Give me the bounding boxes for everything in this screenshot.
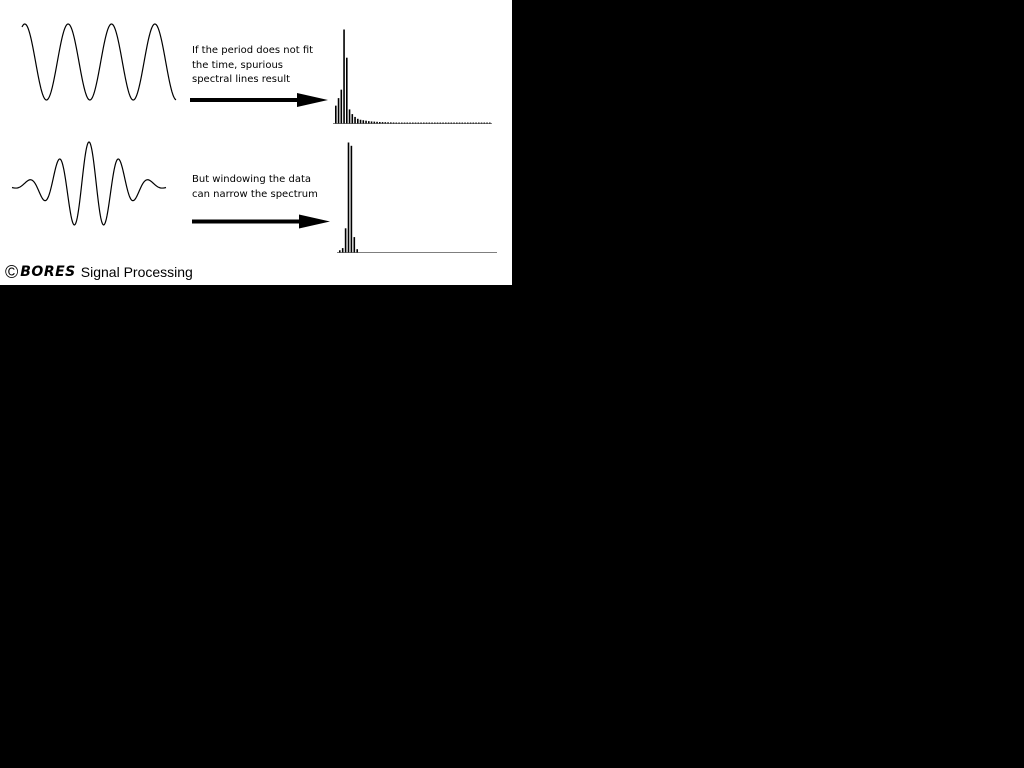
- spectrum-bar: [483, 122, 486, 124]
- spectrum-bar: [337, 98, 340, 124]
- spectrum-bar: [392, 122, 395, 124]
- spectrum-bar: [450, 122, 453, 124]
- spectrum-bar: [467, 122, 469, 124]
- spectrum-bar: [395, 122, 398, 124]
- spectrum-bar: [436, 122, 439, 124]
- arrow-right-icon: [192, 214, 330, 229]
- spectrum-bar: [359, 119, 362, 124]
- spectrum-bar: [362, 120, 365, 124]
- spectrum-bar: [339, 250, 341, 253]
- windowed-spectrum: [339, 142, 358, 253]
- spectrum-bar: [445, 122, 447, 124]
- spectrum-bar: [340, 89, 343, 124]
- caption-unwindowed: If the period does not fit the time, spu…: [192, 44, 313, 88]
- spectrum-bar: [343, 29, 345, 124]
- spectrum-bar: [461, 122, 464, 124]
- spectrum-bar: [354, 116, 356, 124]
- spectrum-bar: [420, 122, 422, 124]
- spectrum-bar: [398, 122, 400, 124]
- spectrum-bar: [353, 237, 356, 253]
- spectrum-bar: [417, 122, 420, 124]
- spectrum-bar: [472, 122, 475, 124]
- caption-line: But windowing the data: [192, 174, 311, 185]
- spectrum-bar: [489, 122, 491, 124]
- spectrum-bar: [447, 122, 450, 124]
- spectrum-bar: [464, 122, 466, 124]
- spectrum-bar: [434, 122, 436, 124]
- copyright-credit: © BORES Signal Processing: [5, 262, 193, 282]
- caption-line: spectral lines result: [192, 74, 291, 85]
- caption-line: If the period does not fit: [192, 45, 314, 56]
- figure-panel: If the period does not fit the time, spu…: [0, 0, 512, 285]
- spectrum-bar: [425, 122, 428, 124]
- spectrum-bar: [480, 122, 483, 124]
- spectrum-bar: [368, 121, 370, 124]
- spectrum-bar: [348, 109, 351, 124]
- spectrum-bar: [379, 122, 381, 124]
- spectrum-bar: [409, 122, 411, 124]
- spectrum-bar: [406, 122, 409, 124]
- arrow-right-icon: [190, 93, 328, 107]
- spectrum-bar: [458, 122, 461, 124]
- unwindowed-spectrum: [335, 29, 491, 124]
- spectrum-bar: [373, 121, 376, 124]
- brand-tagline: Signal Processing: [80, 264, 193, 280]
- figure-canvas: [11, 23, 497, 253]
- spectrum-bar: [387, 122, 389, 124]
- spectrum-bar: [350, 145, 353, 253]
- spectrum-bar: [442, 122, 444, 124]
- spectrum-bar: [347, 142, 350, 253]
- spectrum-bar: [401, 122, 403, 124]
- spectrum-bar: [412, 122, 414, 124]
- spectrum-bar: [390, 122, 392, 124]
- spectrum-bar: [376, 121, 378, 124]
- spectrum-bar: [403, 122, 406, 124]
- spectrum-bar: [381, 122, 384, 124]
- caption-windowed: But windowing the data can narrow the sp…: [192, 173, 318, 202]
- spectrum-bar: [357, 118, 359, 124]
- spectrum-bar: [431, 122, 433, 124]
- spectrum-bar: [423, 122, 425, 124]
- spectrum-bar: [475, 122, 477, 124]
- spectrum-bar: [341, 248, 344, 253]
- spectrum-bar: [384, 122, 387, 124]
- spectrum-bar: [370, 121, 373, 124]
- caption-line: can narrow the spectrum: [192, 188, 318, 200]
- spectrum-bar: [439, 122, 442, 124]
- spectrum-bar: [414, 122, 417, 124]
- caption-line: the time, spurious: [192, 59, 283, 71]
- spectrum-bar: [335, 105, 337, 124]
- spectrum-bar: [469, 122, 472, 124]
- spectrum-bar: [351, 114, 354, 124]
- spectrum-bar: [478, 122, 480, 124]
- spectrum-bar: [356, 249, 358, 253]
- spectrum-bar: [456, 122, 458, 124]
- spectrum-bar: [365, 120, 367, 124]
- sine-waveform: [21, 23, 177, 101]
- spectrum-bar: [346, 57, 348, 124]
- spectrum-bar: [428, 122, 431, 124]
- windowed-waveform: [11, 141, 167, 226]
- copyright-icon: ©: [5, 262, 19, 282]
- brand-logo: BORES: [20, 264, 76, 280]
- spectrum-bar: [486, 122, 488, 124]
- spectrum-bar: [453, 122, 455, 124]
- spectrum-bar: [344, 228, 347, 253]
